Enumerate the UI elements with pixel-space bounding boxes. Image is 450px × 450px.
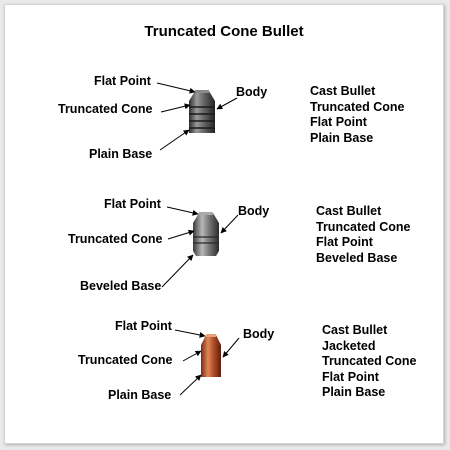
bullet-1-description-line: Flat Point <box>310 115 367 129</box>
bullet-3-drawing <box>201 334 221 377</box>
bullet-3-truncated-cone-label: Truncated Cone <box>78 353 173 367</box>
diagram-title: Truncated Cone Bullet <box>144 23 304 40</box>
bullet-2-description: Cast Bullet Truncated Cone Flat Point Be… <box>316 204 410 266</box>
bullet-1-drawing <box>189 90 215 133</box>
bullet-3-description-line: Truncated Cone <box>322 354 417 368</box>
bullet-3-description-line: Flat Point <box>322 369 379 384</box>
bullet-2-body-label: Body <box>238 204 270 218</box>
bullet-1-description-line: Plain Base <box>310 130 374 145</box>
bullet-1-body-label: Body <box>236 85 268 99</box>
diagram-frame: Truncated Cone Bullet <box>4 4 444 444</box>
bullet-2-description-line: Flat Point <box>316 235 373 249</box>
bullet-3-body-label: Body <box>243 327 275 341</box>
bullet-1-description: Cast Bullet Truncated Cone Flat Point Pl… <box>310 84 404 146</box>
bullet-1-description-line: Truncated Cone <box>310 99 405 114</box>
bullet-2-description-line: Truncated Cone <box>316 219 411 234</box>
bullet-3-leader-lines <box>174 329 240 396</box>
bullet-2-description-line: Cast Bullet <box>316 204 382 218</box>
bullet-1-leader-lines <box>156 82 238 151</box>
bullet-2-drawing <box>193 212 219 256</box>
bullet-2-base-label: Beveled Base <box>80 279 162 293</box>
bullet-2-description-line: Beveled Base <box>316 250 398 265</box>
bullet-2-flat-point-label: Flat Point <box>104 197 161 211</box>
bullet-3-description-line: Jacketed <box>322 338 376 353</box>
bullet-1-truncated-cone-label: Truncated Cone <box>58 102 153 116</box>
bullet-3-description-line: Cast Bullet <box>322 323 388 337</box>
bullet-1-description-line: Cast Bullet <box>310 84 376 98</box>
bullet-3-base-label: Plain Base <box>108 388 172 402</box>
bullet-2-leader-lines <box>161 206 239 288</box>
bullet-1-flat-point-label: Flat Point <box>94 74 151 88</box>
diagram-artwork <box>156 82 240 396</box>
bullet-1-base-label: Plain Base <box>89 147 153 161</box>
bullet-3-flat-point-label: Flat Point <box>115 319 172 333</box>
bullet-3-description-line: Plain Base <box>322 385 386 399</box>
bullet-2-truncated-cone-label: Truncated Cone <box>68 232 163 246</box>
bullet-3-description: Cast Bullet Jacketed Truncated Cone Flat… <box>322 323 416 401</box>
